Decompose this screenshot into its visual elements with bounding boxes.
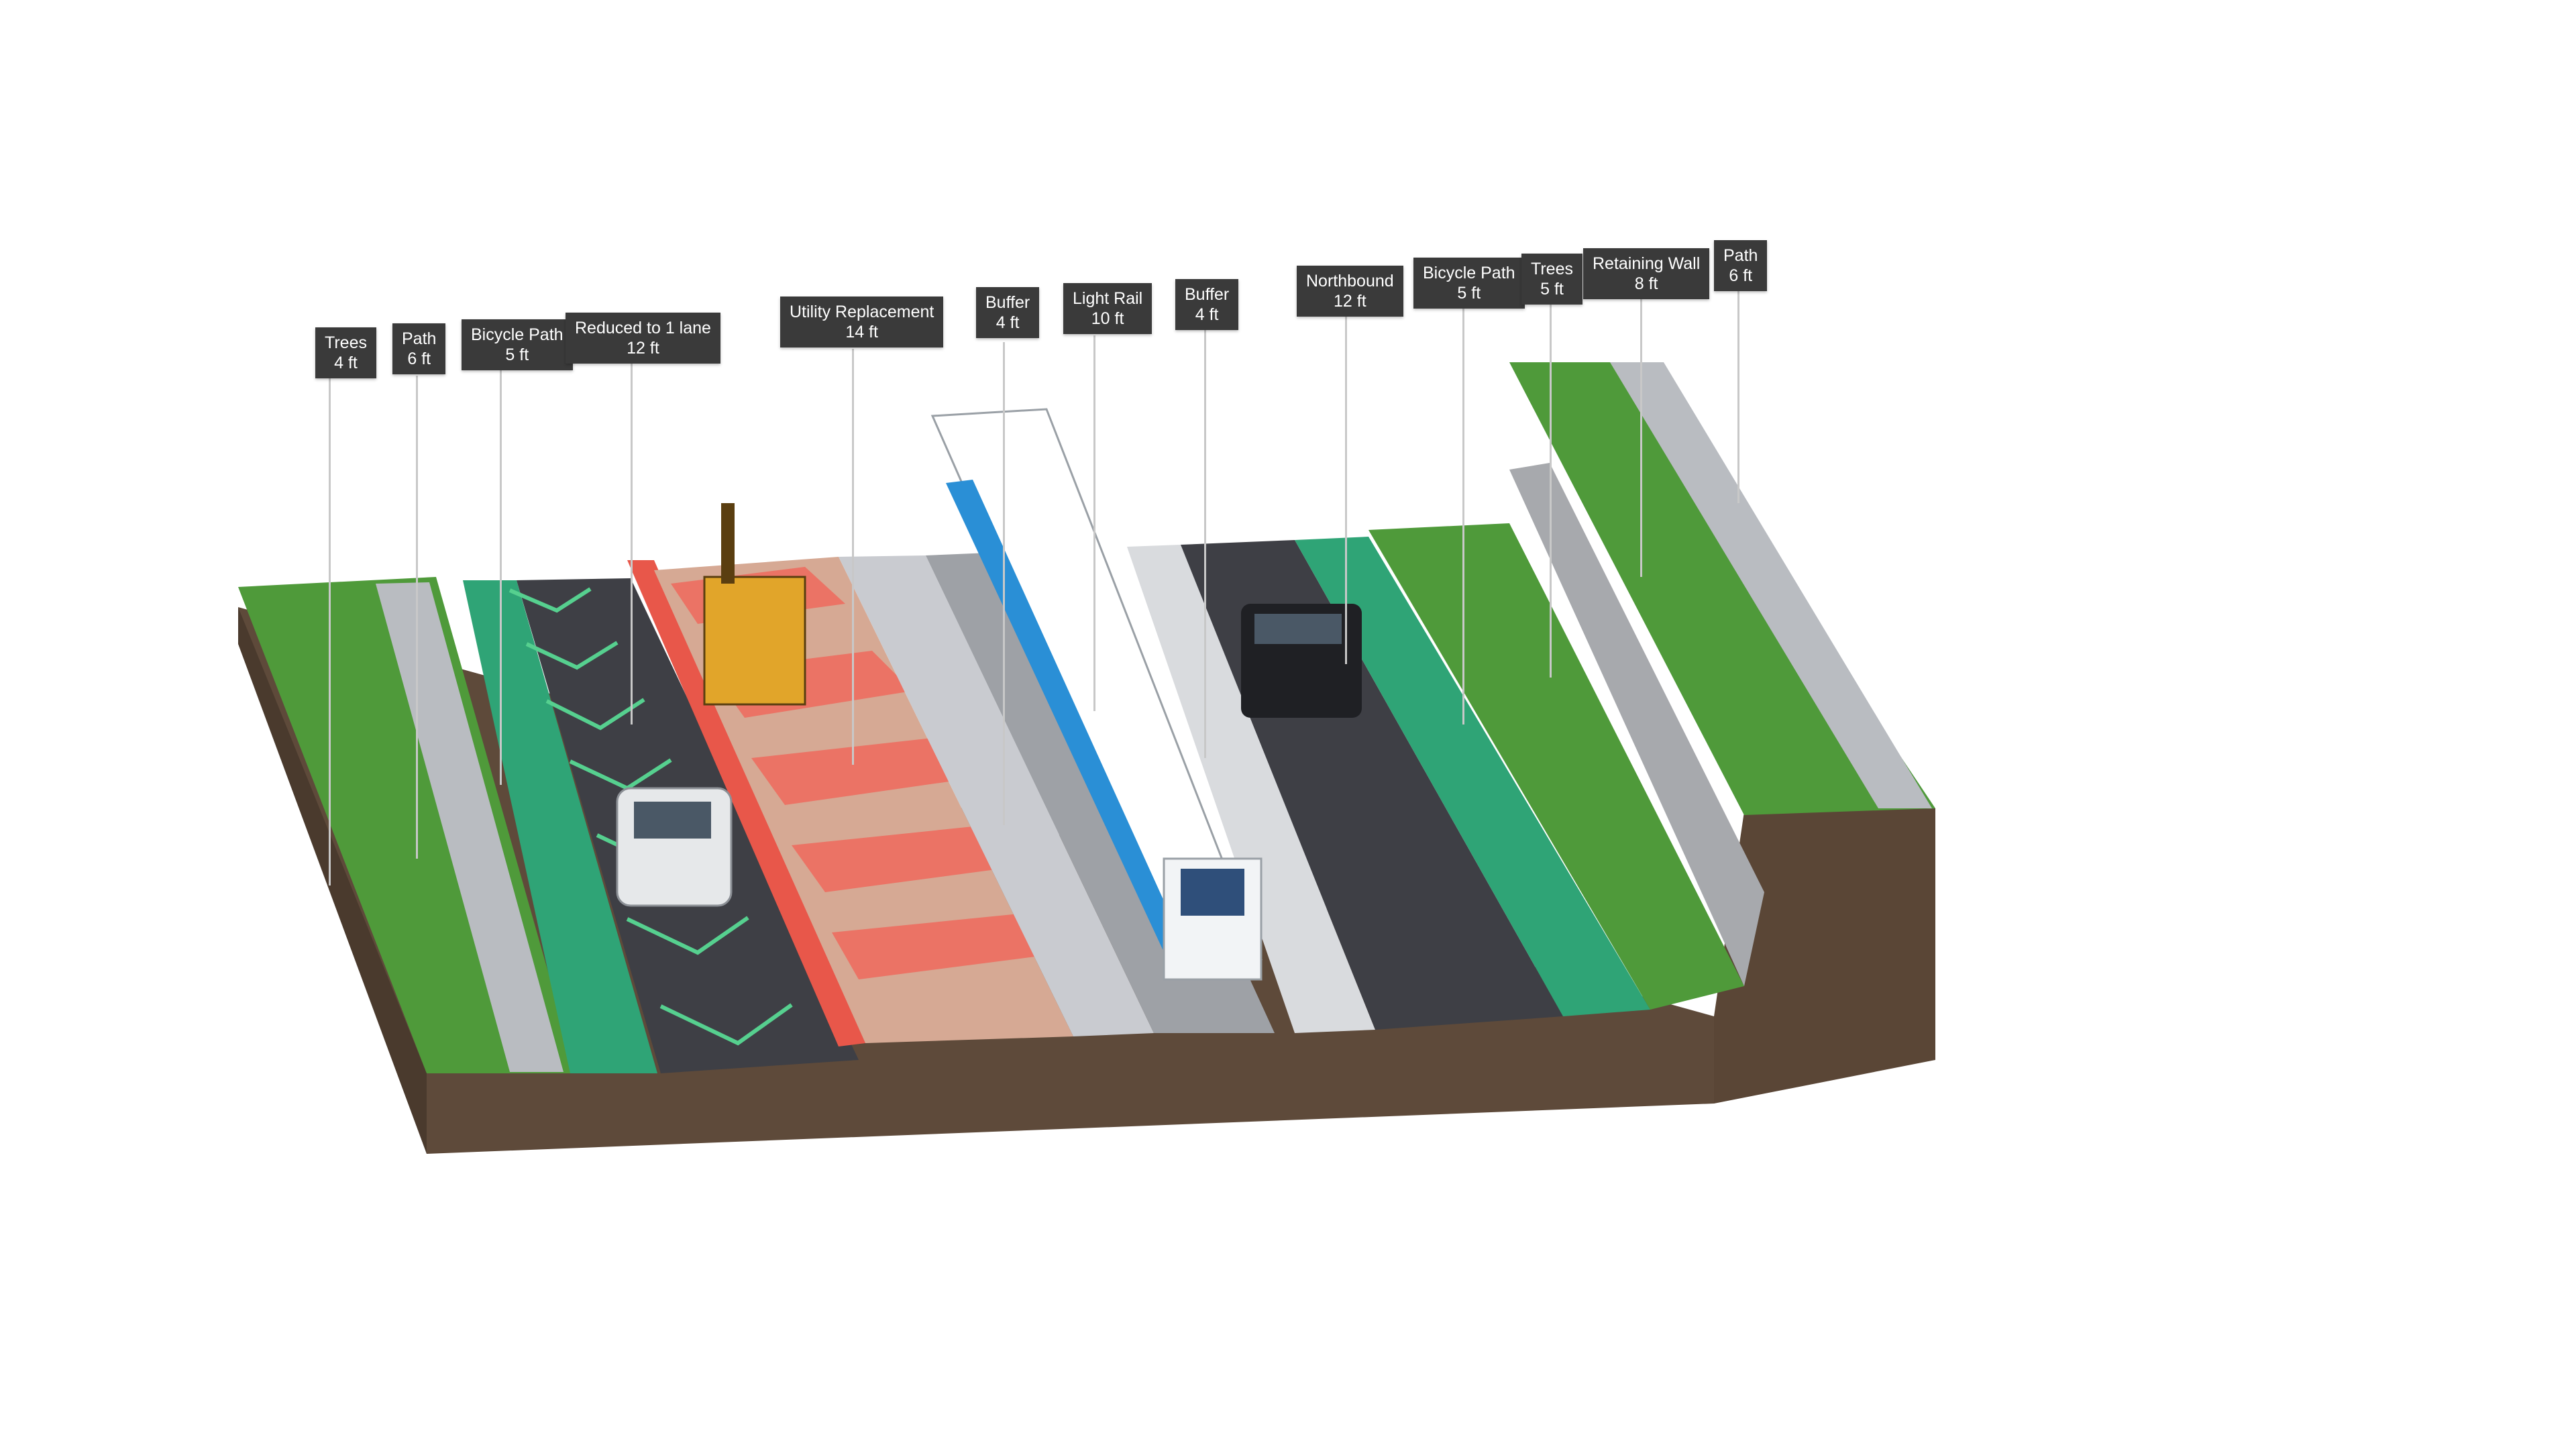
label-light-rail-name: Light Rail — [1073, 289, 1143, 308]
label-path-east-value: 6 ft — [1729, 266, 1753, 285]
east-buffer — [1127, 545, 1375, 1033]
label-buffer-east: Buffer 4 ft — [1175, 279, 1239, 330]
label-bicycle-path-east-value: 5 ft — [1457, 284, 1481, 303]
label-pole-trees-east — [1550, 302, 1552, 678]
label-retaining-wall-value: 8 ft — [1634, 274, 1658, 293]
label-trees-west-value: 4 ft — [334, 354, 358, 372]
soil-right-face — [1714, 808, 1935, 1104]
label-bicycle-path-west-name: Bicycle Path — [471, 325, 564, 344]
label-reduced-lane-name: Reduced to 1 lane — [575, 319, 711, 337]
light-rail-train — [930, 408, 1263, 981]
label-pole-retaining-wall — [1640, 295, 1642, 577]
west-bicycle-path — [463, 580, 657, 1073]
west-buffer — [839, 555, 1154, 1036]
label-light-rail: Light Rail 10 ft — [1063, 283, 1152, 334]
label-buffer-west-value: 4 ft — [996, 313, 1020, 332]
label-path-west: Path 6 ft — [392, 323, 446, 374]
east-path — [1610, 362, 1932, 808]
label-buffer-west-name: Buffer — [985, 293, 1030, 312]
label-utility-replacement: Utility Replacement 14 ft — [780, 297, 944, 347]
white-suv — [616, 787, 733, 907]
label-pole-bicycle-west — [500, 369, 502, 785]
label-reduced-lane: Reduced to 1 lane 12 ft — [566, 313, 720, 364]
label-pole-northbound — [1345, 315, 1347, 664]
label-pole-reduced-lane — [631, 362, 633, 724]
label-pole-utility — [852, 349, 854, 765]
label-path-west-name: Path — [402, 329, 437, 348]
label-northbound-value: 12 ft — [1334, 292, 1366, 311]
label-reduced-lane-value: 12 ft — [627, 339, 659, 358]
label-utility-replacement-value: 14 ft — [845, 323, 878, 341]
west-path — [376, 582, 564, 1072]
label-trees-east-value: 5 ft — [1540, 280, 1564, 299]
label-pole-buffer-east — [1204, 329, 1206, 758]
label-buffer-west: Buffer 4 ft — [976, 287, 1040, 338]
label-trees-west-name: Trees — [325, 333, 367, 352]
east-bicycle-path — [1295, 537, 1650, 1016]
label-northbound-name: Northbound — [1306, 272, 1394, 290]
label-buffer-east-name: Buffer — [1185, 285, 1230, 304]
label-pole-path-west — [416, 376, 418, 859]
label-utility-replacement-name: Utility Replacement — [790, 303, 934, 321]
label-retaining-wall: Retaining Wall 8 ft — [1583, 248, 1710, 299]
label-bicycle-path-east: Bicycle Path 5 ft — [1413, 258, 1525, 309]
barrier-line — [627, 560, 865, 1046]
label-pole-trees-west — [329, 376, 331, 885]
label-bicycle-path-east-name: Bicycle Path — [1423, 264, 1515, 282]
label-pole-path-east — [1737, 288, 1739, 503]
label-path-east-name: Path — [1723, 246, 1758, 265]
label-bicycle-path-west-value: 5 ft — [505, 345, 529, 364]
label-trees-west: Trees 4 ft — [315, 327, 376, 378]
label-pole-bicycle-east — [1462, 309, 1464, 724]
label-bicycle-path-west: Bicycle Path 5 ft — [462, 319, 573, 370]
label-pole-light-rail — [1093, 335, 1095, 711]
retaining-wall — [1509, 463, 1764, 986]
label-trees-east-name: Trees — [1531, 260, 1573, 278]
black-pickup-truck — [1241, 604, 1362, 718]
label-retaining-wall-name: Retaining Wall — [1593, 254, 1701, 273]
label-trees-east: Trees 5 ft — [1521, 254, 1582, 305]
label-light-rail-value: 10 ft — [1091, 309, 1124, 328]
label-path-east: Path 6 ft — [1714, 240, 1768, 291]
construction-loader — [703, 503, 806, 706]
label-pole-buffer-west — [1003, 342, 1005, 825]
label-path-west-value: 6 ft — [407, 350, 431, 368]
label-northbound: Northbound 12 ft — [1297, 266, 1403, 317]
label-buffer-east-value: 4 ft — [1195, 305, 1219, 324]
soil-left-face — [238, 607, 427, 1154]
